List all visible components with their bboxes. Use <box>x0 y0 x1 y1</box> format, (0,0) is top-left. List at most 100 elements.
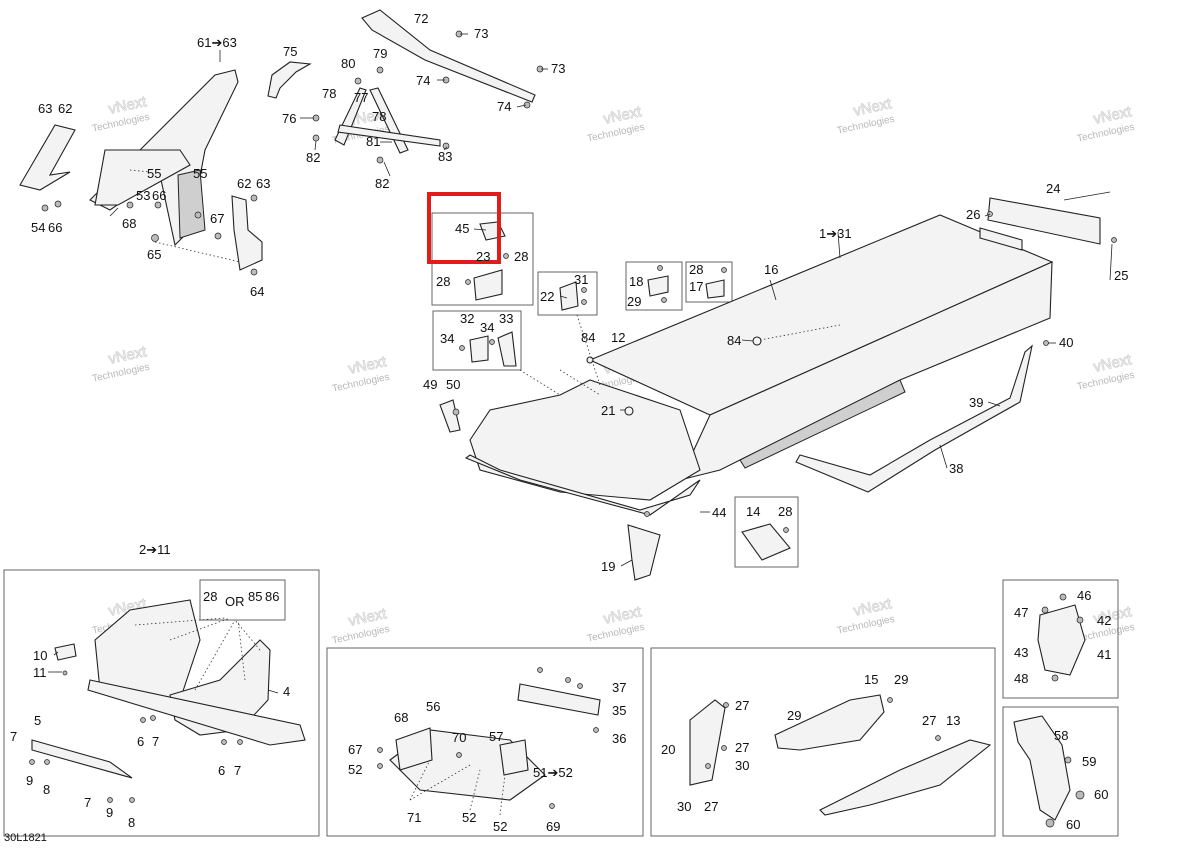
callout-70: 70 <box>452 730 466 745</box>
callout-38: 38 <box>949 461 963 476</box>
diagram-reference-code: 30L1821 <box>4 832 47 844</box>
callout-16: 16 <box>764 262 778 277</box>
bracket-box-32 <box>432 310 522 371</box>
callout-labels: 61➔63 75 72 73 73 80 79 74 74 78 77 78 7… <box>10 11 1128 834</box>
callout-44: 44 <box>712 505 726 520</box>
callout-28-d: 28 <box>778 504 792 519</box>
callout-65: 65 <box>147 247 161 262</box>
callout-73-b: 73 <box>551 61 565 76</box>
bracket-box-45 <box>427 192 534 306</box>
callout-84-b: 84 <box>727 333 741 348</box>
callout-27-b: 27 <box>922 713 936 728</box>
callout-27-d: 27 <box>704 799 718 814</box>
cross-plate-box <box>326 647 644 837</box>
callout-37: 37 <box>612 680 626 695</box>
callout-26: 26 <box>966 207 980 222</box>
callout-52-b: 52 <box>462 810 476 825</box>
callout-9-b: 9 <box>106 805 113 820</box>
callout-75: 75 <box>283 44 297 59</box>
callout-28-e: 28 <box>203 589 217 604</box>
front-support-arm-group <box>19 69 263 276</box>
callout-64: 64 <box>250 284 264 299</box>
callout-52-c: 52 <box>493 819 507 834</box>
callout-42: 42 <box>1097 613 1111 628</box>
callout-22: 22 <box>540 289 554 304</box>
callout-7-d: 7 <box>84 795 91 810</box>
bracket-box-17 <box>685 261 733 303</box>
callout-57: 57 <box>489 729 503 744</box>
callout-63-b: 63 <box>256 176 270 191</box>
callout-83: 83 <box>438 149 452 164</box>
callout-79: 79 <box>373 46 387 61</box>
callout-5: 5 <box>34 713 41 728</box>
callout-35: 35 <box>612 703 626 718</box>
callout-39: 39 <box>969 395 983 410</box>
callout-14: 14 <box>746 504 760 519</box>
callout-28-b: 28 <box>436 274 450 289</box>
callout-17: 17 <box>689 279 703 294</box>
steering-rod-group <box>267 9 544 164</box>
callout-43: 43 <box>1014 645 1028 660</box>
leader-lines <box>48 33 1113 694</box>
callout-68-b: 68 <box>394 710 408 725</box>
callout-53: 53 <box>136 188 150 203</box>
callout-45: 45 <box>455 221 469 236</box>
bracket-box-58 <box>1002 706 1119 837</box>
callout-68: 68 <box>122 216 136 231</box>
callout-51-52: 51➔52 <box>533 765 573 780</box>
callout-29-a: 29 <box>627 294 641 309</box>
callout-67-b: 67 <box>348 742 362 757</box>
bracket-box-18 <box>625 261 683 311</box>
callout-55-b: 55 <box>193 166 207 181</box>
callout-67: 67 <box>210 211 224 226</box>
callout-77: 77 <box>354 90 368 105</box>
callout-59: 59 <box>1082 754 1096 769</box>
callout-60-a: 60 <box>1094 787 1108 802</box>
callout-40: 40 <box>1059 335 1073 350</box>
callout-81: 81 <box>366 134 380 149</box>
callout-58: 58 <box>1054 728 1068 743</box>
callout-9-a: 9 <box>26 773 33 788</box>
callout-4: 4 <box>283 684 290 699</box>
callout-29-c: 29 <box>787 708 801 723</box>
callout-7-a: 7 <box>10 729 17 744</box>
callout-12: 12 <box>611 330 625 345</box>
callout-73-a: 73 <box>474 26 488 41</box>
callout-85: 85 <box>248 589 262 604</box>
callout-50: 50 <box>446 377 460 392</box>
callout-78-a: 78 <box>322 86 336 101</box>
callout-69: 69 <box>546 819 560 834</box>
callout-6-a: 6 <box>137 734 144 749</box>
callout-7-c: 7 <box>234 763 241 778</box>
bracket-box-22 <box>537 271 598 316</box>
callout-20: 20 <box>661 742 675 757</box>
callout-34-a: 34 <box>480 320 494 335</box>
callout-21: 21 <box>601 403 615 418</box>
callout-30-b: 30 <box>677 799 691 814</box>
callout-71: 71 <box>407 810 421 825</box>
callout-25: 25 <box>1114 268 1128 283</box>
callout-15: 15 <box>864 672 878 687</box>
callout-29-b: 29 <box>894 672 908 687</box>
callout-62-b: 62 <box>237 176 251 191</box>
callout-34-b: 34 <box>440 331 454 346</box>
callout-27-c: 27 <box>735 740 749 755</box>
callout-78-b: 78 <box>372 109 386 124</box>
callout-8-b: 8 <box>128 815 135 830</box>
callout-72: 72 <box>414 11 428 26</box>
callout-52-a: 52 <box>348 762 362 777</box>
callout-10: 10 <box>33 648 47 663</box>
callout-19: 19 <box>601 559 615 574</box>
front-frame-box <box>3 569 320 837</box>
callout-30-a: 30 <box>735 758 749 773</box>
callout-48: 48 <box>1014 671 1028 686</box>
callout-28-a: 28 <box>514 249 528 264</box>
callout-84-a: 84 <box>581 330 595 345</box>
callout-27-a: 27 <box>735 698 749 713</box>
callout-24: 24 <box>1046 181 1060 196</box>
callout-31: 31 <box>574 272 588 287</box>
callout-46: 46 <box>1077 588 1091 603</box>
callout-55-a: 55 <box>147 166 161 181</box>
callout-63-a: 63 <box>38 101 52 116</box>
callout-86: 86 <box>265 589 279 604</box>
